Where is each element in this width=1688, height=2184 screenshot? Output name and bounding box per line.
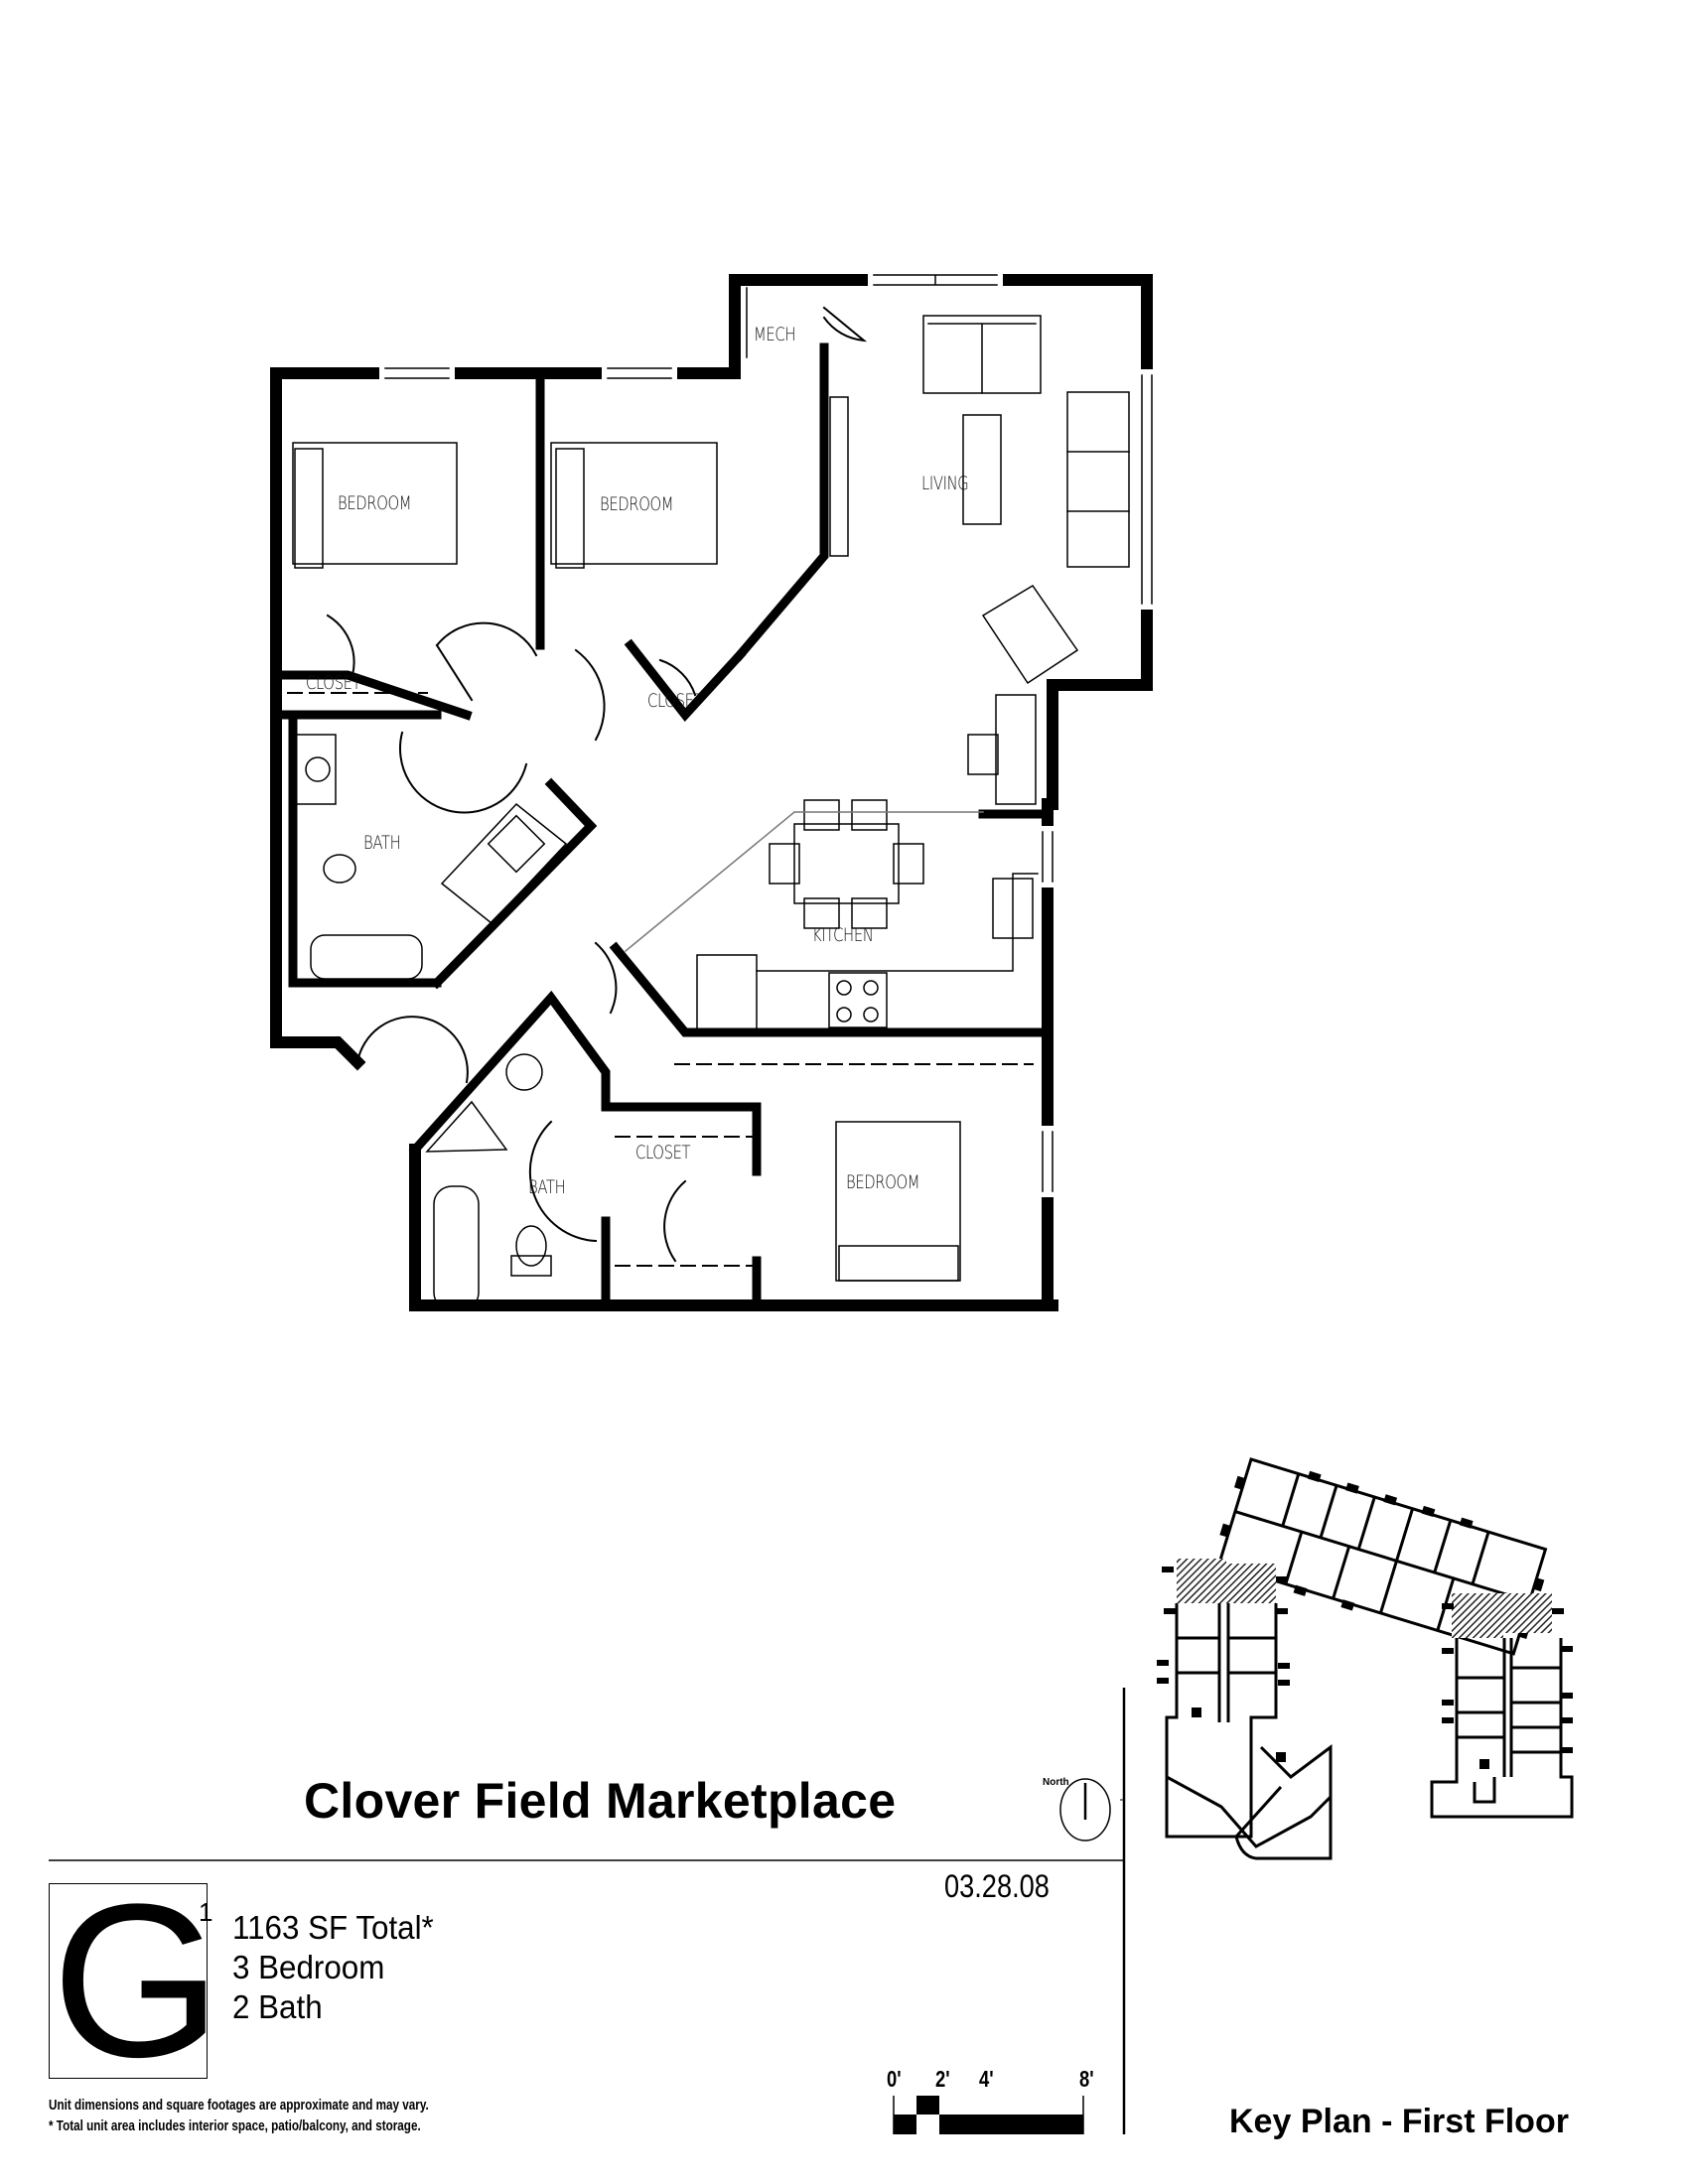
north-label: North — [1043, 1777, 1069, 1788]
room-label-living: LIVING — [921, 473, 969, 494]
room-label-closet-3: CLOSET — [635, 1142, 691, 1163]
room-label-bedroom-1: BEDROOM — [338, 492, 412, 514]
unit-badge — [49, 1883, 208, 2079]
project-title: Clover Field Marketplace — [304, 1773, 897, 1829]
floor-plan — [270, 274, 1153, 1311]
room-label-mech: MECH — [754, 324, 796, 345]
disclaimer-note-2: * Total unit area includes interior spac… — [49, 2117, 421, 2134]
room-label-bedroom-2: BEDROOM — [600, 493, 674, 515]
room-label-closet-1: CLOSET — [306, 672, 361, 694]
unit-bedrooms: 3 Bedroom — [232, 1949, 385, 1985]
unit-letter: G — [52, 1858, 222, 2103]
key-plan-label: Key Plan - First Floor — [1229, 2103, 1569, 2140]
room-label-bath-2: BATH — [528, 1176, 566, 1198]
room-label-bath-1: BATH — [363, 832, 401, 854]
room-label-closet-2: CLOSET — [647, 690, 703, 712]
disclaimer-note-1: Unit dimensions and square footages are … — [49, 2097, 429, 2114]
unit-baths: 2 Bath — [232, 1988, 323, 2025]
room-label-bedroom-3: BEDROOM — [846, 1171, 920, 1193]
room-label-kitchen: KITCHEN — [812, 924, 874, 946]
scale-label-2: 2' — [935, 2066, 950, 2092]
scale-label-4: 4' — [979, 2066, 994, 2092]
scale-label-0: 0' — [887, 2066, 902, 2092]
unit-superscript: 1 — [199, 1897, 213, 1927]
unit-area: 1163 SF Total* — [232, 1909, 434, 1946]
scale-label-8: 8' — [1079, 2066, 1094, 2092]
sheet-date: 03.28.08 — [944, 1868, 1050, 1904]
